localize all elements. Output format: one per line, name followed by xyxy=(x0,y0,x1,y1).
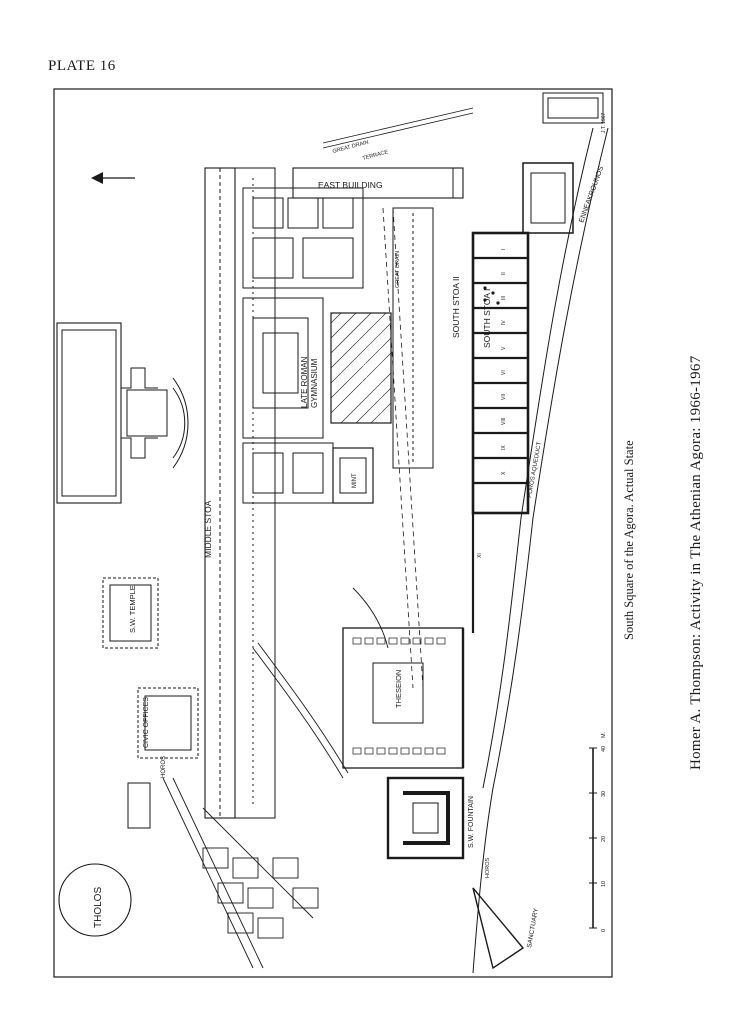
label-date-mark: J.T. 1967 xyxy=(601,112,607,133)
label-gymnasium: GYMNASIUM xyxy=(310,358,319,408)
label-south-stoa-ii: SOUTH STOA II xyxy=(451,276,461,338)
room-numeral: X xyxy=(501,471,507,475)
building-outline-upper-left xyxy=(56,322,168,504)
label-horos: HOROS xyxy=(161,756,167,778)
label-great-drain-2: GREAT DRAIN xyxy=(395,251,401,288)
scale-unit-label: M. xyxy=(601,731,607,738)
great-drain-lines xyxy=(322,107,474,689)
plate-label: PLATE 16 xyxy=(48,58,116,74)
mint-building xyxy=(332,447,374,504)
label-late-roman: LATE ROMAN xyxy=(300,356,309,408)
label-civic-offices: CIVIC OFFICES xyxy=(143,697,150,748)
north-arrow-icon xyxy=(91,172,135,184)
scale-tick-label: 10 xyxy=(601,881,607,887)
agora-plan-map: THOLOS CIVIC OFFICES HOROS S.W. TEMPLE M… xyxy=(53,88,613,978)
scale-tick-label: 20 xyxy=(601,836,607,842)
label-middle-stoa: MIDDLE STOA xyxy=(203,500,213,558)
scale-tick-label: 40 xyxy=(601,746,607,752)
enneakrounos-structure xyxy=(522,92,604,234)
sw-fountain-structure xyxy=(386,776,465,860)
label-sanctuary: SANCTUARY xyxy=(526,907,540,948)
plate-title: Homer A. Thompson: Activity in The Athen… xyxy=(688,355,704,771)
gymnasium-complex xyxy=(242,187,364,504)
scale-bar xyxy=(589,747,597,929)
label-terrace: TERRACE xyxy=(362,149,389,162)
label-theseion: THESEION xyxy=(394,670,403,708)
room-numeral: VII xyxy=(501,394,507,400)
room-numeral: VI xyxy=(501,370,507,375)
room-numeral: VIII xyxy=(501,417,507,425)
civic-offices-structure xyxy=(137,687,199,759)
plate-subtitle: South Square of the Agora. Actual State xyxy=(622,440,636,640)
exedra-arc xyxy=(172,377,189,469)
label-mint: MINT xyxy=(352,473,358,488)
scale-tick-label: 30 xyxy=(601,791,607,797)
east-building-structure xyxy=(292,167,464,199)
room-numeral: XI xyxy=(477,553,483,558)
theseion-precinct xyxy=(342,627,465,769)
tholos-circle xyxy=(58,863,132,937)
room-numeral: IX xyxy=(501,445,507,450)
label-east-temple: EAST TEMPLE xyxy=(363,355,369,396)
sw-temple-structure xyxy=(102,577,159,649)
scale-tick-label: 0 xyxy=(601,929,607,932)
east-temple-hatched xyxy=(330,312,392,424)
room-numeral: III xyxy=(501,296,507,300)
sw-building-cluster xyxy=(202,847,319,939)
room-numeral: I xyxy=(501,249,507,250)
south-stoa-ii-structure xyxy=(392,207,434,469)
label-horos-small: HOROS xyxy=(485,858,491,879)
room-numeral: IV xyxy=(501,320,507,325)
south-stoa-i-rooms xyxy=(471,231,530,633)
label-sw-temple: S.W. TEMPLE xyxy=(128,585,137,633)
room-numeral: II xyxy=(501,272,507,275)
label-tholos: THOLOS xyxy=(93,887,104,928)
poros-aqueduct-line xyxy=(472,127,609,974)
map-frame xyxy=(53,88,613,978)
label-south-stoa-i: SOUTH STOA I xyxy=(482,289,492,348)
label-east-building: EAST BUILDING xyxy=(318,180,383,190)
sanctuary-outline xyxy=(472,887,525,970)
room-numeral: V xyxy=(501,346,507,350)
label-sw-fountain: S.W. FOUNTAIN xyxy=(468,796,475,848)
